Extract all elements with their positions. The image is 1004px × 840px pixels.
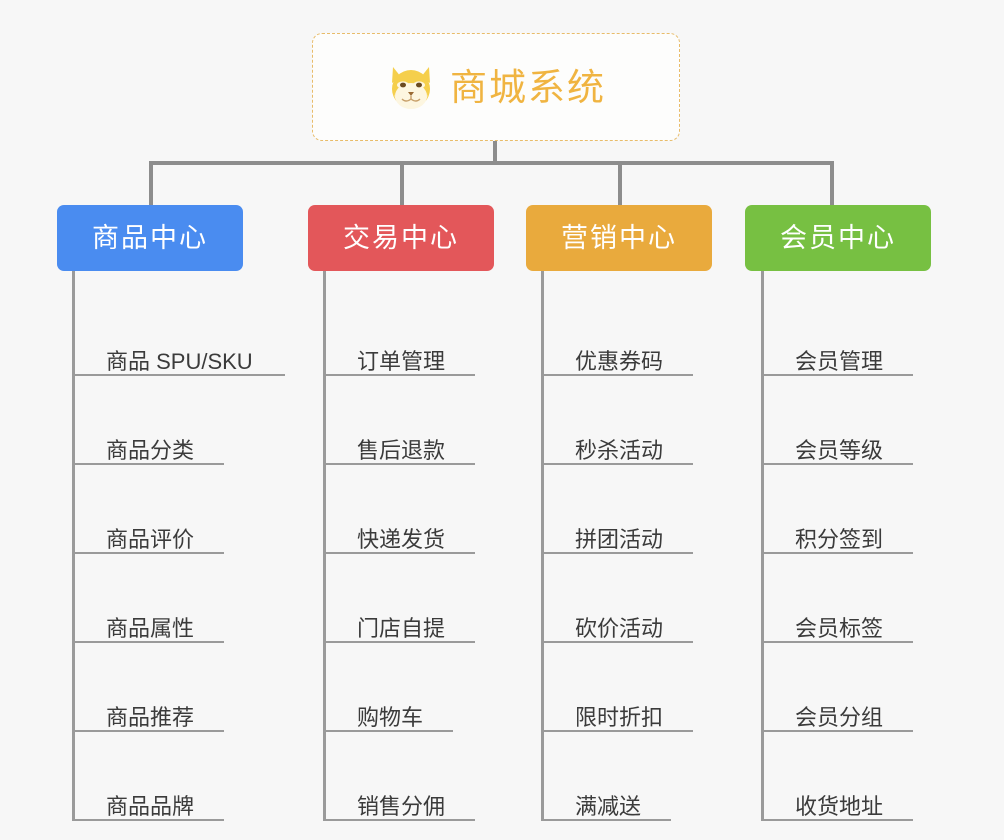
leaf-item-label: 订单管理	[357, 349, 446, 374]
leaf-item[interactable]: 销售分佣	[323, 795, 475, 821]
leaf-trunk-line	[761, 271, 764, 821]
leaf-item[interactable]: 商品分类	[72, 439, 224, 465]
leaf-item-label: 购物车	[357, 705, 424, 730]
leaf-item-label: 满减送	[575, 794, 642, 819]
leaf-item[interactable]: 商品推荐	[72, 706, 224, 732]
leaf-item[interactable]: 会员等级	[761, 439, 913, 465]
leaf-item[interactable]: 门店自提	[323, 617, 475, 643]
leaf-item-label: 销售分佣	[357, 794, 446, 819]
category-box-4[interactable]: 会员中心	[745, 205, 931, 271]
leaf-item-label: 收货地址	[795, 794, 884, 819]
connector-drop-4	[830, 161, 834, 205]
leaf-item-label: 商品品牌	[106, 794, 195, 819]
leaf-item-label: 会员分组	[795, 705, 884, 730]
leaf-item[interactable]: 商品 SPU/SKU	[72, 350, 285, 376]
leaf-item[interactable]: 购物车	[323, 706, 453, 732]
leaf-item-label: 商品分类	[106, 438, 195, 463]
leaf-item-label: 商品属性	[106, 616, 195, 641]
leaf-item[interactable]: 拼团活动	[541, 528, 693, 554]
connector-drop-2	[400, 161, 404, 205]
leaf-item-label: 售后退款	[357, 438, 446, 463]
leaf-item-label: 优惠券码	[575, 349, 664, 374]
leaf-item-label: 砍价活动	[575, 616, 664, 641]
leaf-item-label: 门店自提	[357, 616, 446, 641]
category-label: 营销中心	[561, 222, 677, 253]
leaf-item-label: 会员标签	[795, 616, 884, 641]
leaf-item[interactable]: 会员管理	[761, 350, 913, 376]
leaf-item-label: 商品评价	[106, 527, 195, 552]
leaf-item[interactable]: 售后退款	[323, 439, 475, 465]
leaf-trunk-line	[323, 271, 326, 821]
leaf-item[interactable]: 会员分组	[761, 706, 913, 732]
leaf-item[interactable]: 优惠券码	[541, 350, 693, 376]
leaf-item[interactable]: 限时折扣	[541, 706, 693, 732]
leaf-item[interactable]: 秒杀活动	[541, 439, 693, 465]
leaf-item-label: 商品 SPU/SKU	[106, 349, 253, 374]
leaf-item-label: 限时折扣	[575, 705, 664, 730]
connector-drop-1	[149, 161, 153, 205]
leaf-item-label: 积分签到	[795, 527, 884, 552]
category-box-1[interactable]: 商品中心	[57, 205, 243, 271]
root-title: 商城系统	[450, 66, 606, 108]
leaf-item[interactable]: 商品评价	[72, 528, 224, 554]
connector-horizontal-bus	[149, 161, 832, 165]
leaf-item[interactable]: 快递发货	[323, 528, 475, 554]
category-label: 商品中心	[92, 222, 208, 253]
connector-drop-3	[618, 161, 622, 205]
category-box-2[interactable]: 交易中心	[308, 205, 494, 271]
leaf-item-label: 快递发货	[357, 527, 446, 552]
leaf-item-label: 拼团活动	[575, 527, 664, 552]
leaf-item[interactable]: 积分签到	[761, 528, 913, 554]
leaf-item[interactable]: 订单管理	[323, 350, 475, 376]
connector-root-stem	[493, 141, 497, 165]
category-label: 会员中心	[780, 222, 896, 253]
leaf-item-label: 会员管理	[795, 349, 884, 374]
leaf-item[interactable]: 商品品牌	[72, 795, 224, 821]
category-box-3[interactable]: 营销中心	[526, 205, 712, 271]
category-label: 交易中心	[343, 222, 459, 253]
leaf-item-label: 商品推荐	[106, 705, 195, 730]
leaf-item[interactable]: 满减送	[541, 795, 671, 821]
leaf-item[interactable]: 收货地址	[761, 795, 913, 821]
leaf-item-label: 会员等级	[795, 438, 884, 463]
leaf-item[interactable]: 砍价活动	[541, 617, 693, 643]
leaf-item[interactable]: 商品属性	[72, 617, 224, 643]
leaf-trunk-line	[72, 271, 75, 821]
shiba-dog-face-icon	[386, 63, 436, 111]
leaf-trunk-line	[541, 271, 544, 821]
leaf-item[interactable]: 会员标签	[761, 617, 913, 643]
leaf-item-label: 秒杀活动	[575, 438, 664, 463]
root-node[interactable]: 商城系统	[312, 33, 680, 141]
